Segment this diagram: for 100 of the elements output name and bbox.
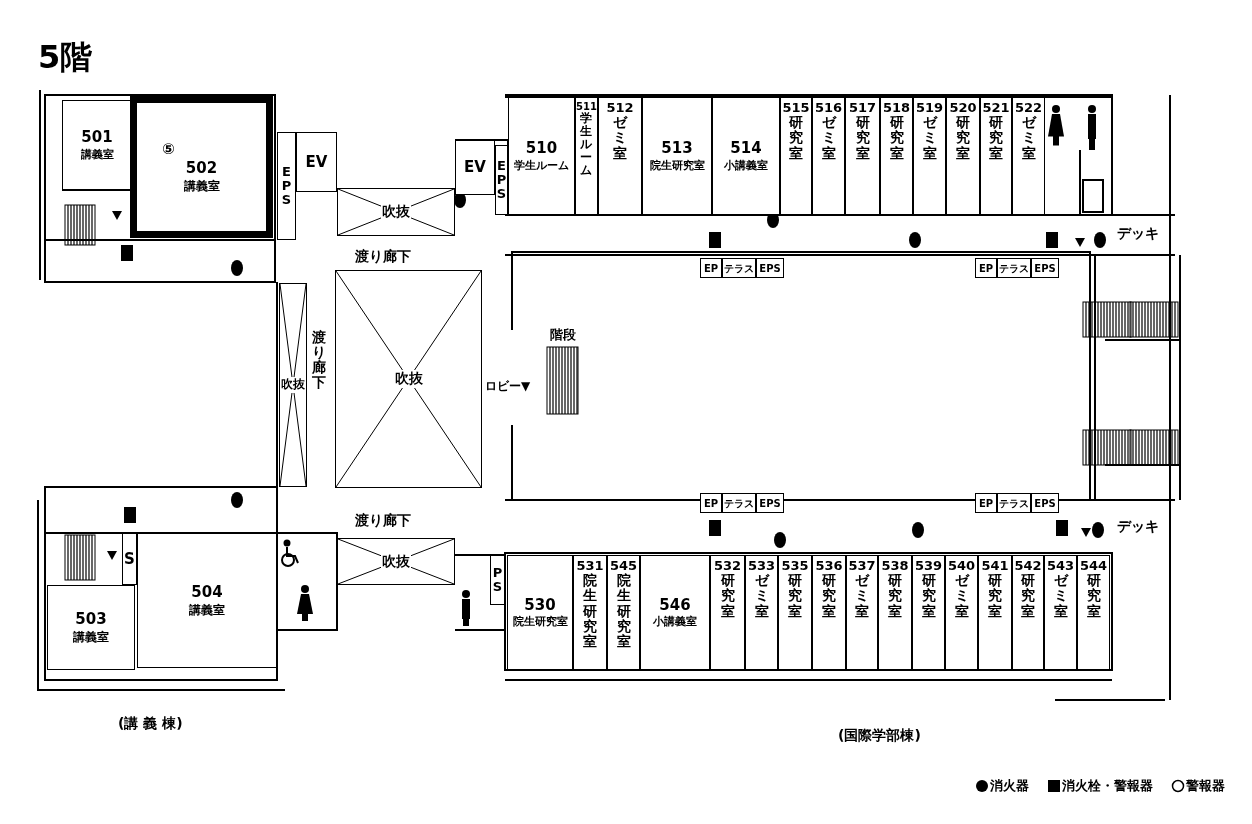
- room-number: 521: [982, 101, 1010, 116]
- room-box: [880, 97, 913, 215]
- building-label: (国際学部棟): [838, 727, 921, 745]
- room-number: 545: [609, 559, 638, 573]
- equipment-label: テラス: [724, 262, 754, 274]
- room-number: 544: [1079, 559, 1108, 574]
- room-box: [640, 555, 710, 670]
- room-box: [573, 555, 607, 670]
- room-box: [946, 97, 980, 215]
- room-number: 537: [848, 559, 876, 574]
- floor-title: 5階: [38, 37, 93, 78]
- room-number: 513: [661, 140, 693, 157]
- shaft-box: [490, 555, 505, 605]
- room-name: 講義室: [80, 148, 114, 161]
- room-number: 502: [185, 160, 218, 177]
- room-box: [780, 97, 812, 215]
- room-name: 研究室: [887, 573, 903, 619]
- room-name: 院生研究室: [615, 573, 632, 649]
- room-box: [62, 100, 132, 190]
- room-name: 研究室: [988, 115, 1004, 161]
- room-box: [575, 97, 598, 215]
- room-name: 研究室: [920, 573, 937, 619]
- shaft-box: [495, 145, 508, 215]
- room-label: PS: [491, 565, 504, 595]
- room-number: 504: [191, 584, 223, 601]
- room-name: 研究室: [1020, 573, 1036, 619]
- room-number: 546: [659, 596, 691, 614]
- room-box: [978, 555, 1012, 670]
- area-label: 渡り廊下: [311, 330, 328, 391]
- equipment-label: EP: [978, 497, 994, 509]
- room-box: [1012, 555, 1044, 670]
- room-number: 531: [576, 559, 604, 573]
- building-label: (講 義 棟): [118, 715, 183, 733]
- stair-label: 階段: [550, 328, 576, 343]
- room-box: [812, 555, 846, 670]
- room-name: 研究室: [719, 573, 736, 619]
- room-name: 研究室: [888, 115, 905, 161]
- room-box: [745, 555, 778, 670]
- room-name: 研究室: [854, 115, 871, 161]
- room-number: 520: [949, 101, 977, 116]
- room-box: [878, 555, 912, 670]
- room-box: [507, 555, 573, 670]
- room-label: EPS: [280, 164, 293, 208]
- room-name: ゼミ室: [953, 573, 970, 619]
- room-box: [812, 97, 845, 215]
- equipment-label: EP: [703, 262, 719, 274]
- room-box: [778, 555, 812, 670]
- room-number: 511: [576, 101, 597, 112]
- room-name: ゼミ室: [1020, 115, 1037, 161]
- room-number: 533: [747, 559, 776, 574]
- room-box: [455, 140, 495, 195]
- room-name: 学生ルーム: [579, 112, 594, 177]
- room-box: [47, 585, 135, 670]
- area-label: ロビー▼: [485, 378, 531, 395]
- room-number: 510: [525, 140, 558, 157]
- room-number: 539: [914, 559, 943, 574]
- room-number: 536: [815, 559, 843, 574]
- room-box: [945, 555, 978, 670]
- room-name: ゼミ室: [1052, 573, 1069, 619]
- room-box: [913, 97, 946, 215]
- area-label: 渡り廊下: [355, 248, 411, 266]
- legend-label: 消火栓・警報器: [1062, 777, 1153, 795]
- equipment-label: EPS: [1034, 262, 1056, 274]
- room-box: [712, 97, 780, 215]
- legend-label: 消火器: [990, 777, 1029, 795]
- room-name: ゼミ室: [753, 573, 770, 619]
- callout-number: ⑤: [162, 140, 175, 158]
- room-number: 515: [782, 101, 810, 116]
- room-name: 院生研究室: [649, 159, 705, 172]
- room-name: 研究室: [1085, 573, 1102, 619]
- room-number: 517: [848, 101, 877, 116]
- equipment-label: EP: [703, 497, 719, 509]
- area-label: デッキ: [1117, 225, 1159, 243]
- void-label: 吹抜: [381, 203, 411, 221]
- void-label: 吹抜: [393, 370, 424, 388]
- room-name: 研究室: [787, 573, 803, 619]
- room-box: [912, 555, 945, 670]
- room-name: 学生ルーム: [514, 159, 569, 172]
- room-name: ゼミ室: [921, 115, 938, 161]
- room-name: 講義室: [183, 179, 220, 194]
- room-name: ゼミ室: [854, 573, 871, 619]
- equipment-label: テラス: [724, 497, 754, 509]
- room-number: 535: [781, 559, 809, 574]
- area-label: デッキ: [1117, 518, 1159, 536]
- room-number: 530: [524, 596, 556, 614]
- equipment-label: EPS: [759, 262, 781, 274]
- void-box: [337, 188, 455, 236]
- room-name: 講義室: [73, 630, 109, 644]
- room-name: 小講義室: [724, 159, 768, 172]
- equipment-label: EP: [978, 262, 994, 274]
- room-box: [980, 97, 1012, 215]
- equipment-label: テラス: [999, 262, 1029, 274]
- room-name: 院生研究室: [512, 616, 568, 629]
- void-box: [279, 283, 307, 487]
- area-label: 渡り廊下: [355, 512, 411, 530]
- room-number: 519: [915, 101, 944, 116]
- equipment-label: EPS: [759, 497, 781, 509]
- void-label: 吹抜: [381, 552, 411, 571]
- room-number: 541: [981, 559, 1009, 574]
- room-box: [710, 555, 745, 670]
